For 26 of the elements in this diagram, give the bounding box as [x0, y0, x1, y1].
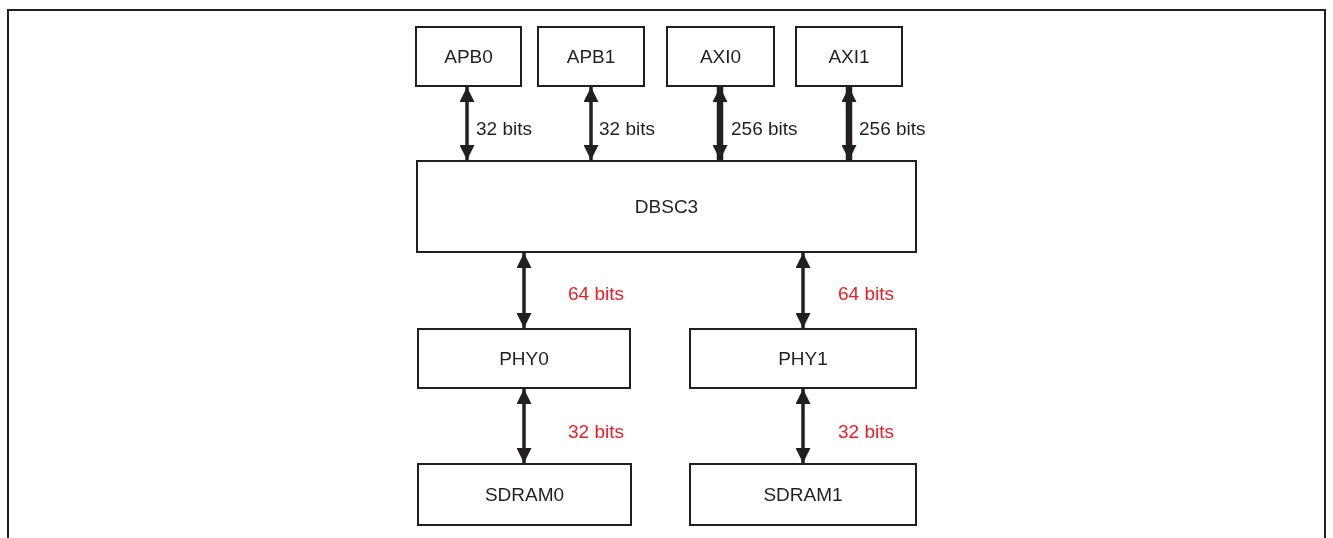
double-arrow	[795, 389, 811, 463]
double-arrow	[795, 253, 811, 328]
block-box	[415, 26, 522, 87]
block-label: SDRAM1	[763, 483, 843, 506]
block-box	[795, 26, 903, 87]
block-label: AXI1	[828, 45, 870, 68]
block-label: PHY0	[499, 347, 549, 370]
block-box	[689, 328, 917, 389]
double-arrow	[459, 87, 475, 160]
block-box	[417, 328, 631, 389]
block-box	[537, 26, 645, 87]
block-label: AXI0	[699, 45, 742, 68]
double-arrow	[583, 87, 599, 160]
block-label: DBSC3	[634, 195, 699, 218]
block-box	[417, 463, 632, 526]
block-box	[666, 26, 775, 87]
double-arrow	[712, 87, 728, 160]
block-label: SDRAM0	[484, 483, 565, 506]
block-box	[689, 463, 917, 526]
block-label: APB1	[566, 45, 616, 68]
double-arrow	[841, 87, 857, 160]
double-arrow	[516, 253, 532, 328]
controller-box	[416, 160, 917, 253]
block-label: PHY1	[778, 347, 828, 370]
double-arrow	[516, 389, 532, 463]
block-label: APB0	[444, 45, 493, 68]
